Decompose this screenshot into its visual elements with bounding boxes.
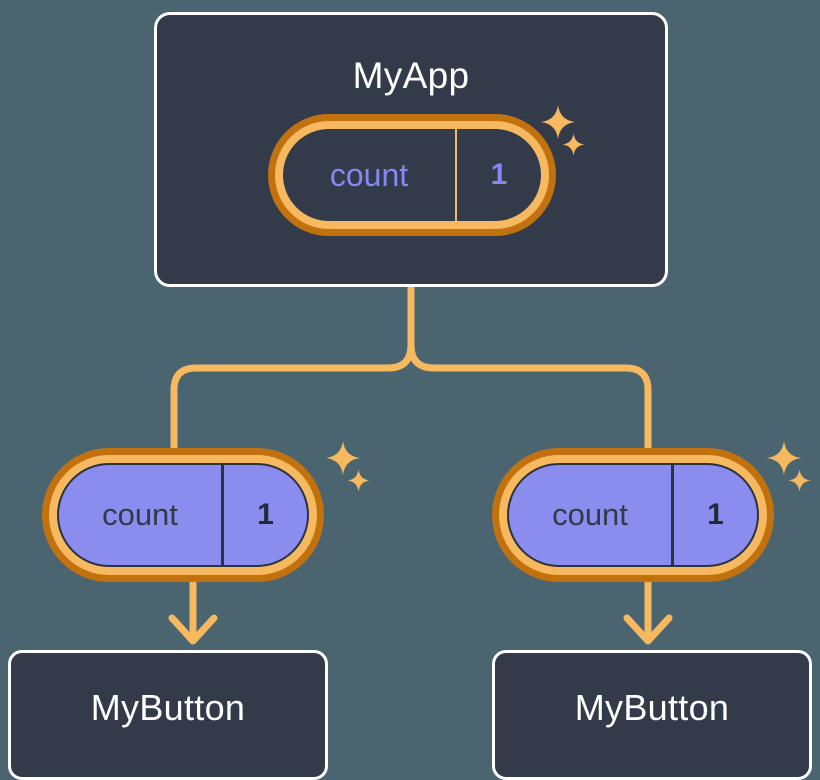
state-value-label: 1 — [221, 465, 307, 565]
component-card-mybutton-left[interactable]: MyButton — [8, 650, 328, 780]
state-pill-body: count 1 — [57, 463, 309, 567]
state-value-label: 1 — [671, 465, 757, 565]
state-key-label: count — [329, 156, 409, 193]
state-pill-body: count 1 — [283, 129, 541, 221]
state-pill-ring: count 1 — [275, 121, 549, 229]
state-value-label: 1 — [455, 129, 541, 221]
component-title-mybutton: MyButton — [90, 687, 246, 728]
arrow-down-icon-right — [623, 574, 673, 645]
state-key-label: count — [102, 497, 178, 532]
state-pill-ring: count 1 — [499, 455, 767, 575]
connector-root-to-left — [170, 283, 415, 456]
state-pill-mybutton-right[interactable]: count 1 — [492, 448, 774, 582]
state-pill-body: count 1 — [507, 463, 759, 567]
state-key-label: count — [552, 497, 628, 532]
arrow-down-icon-left — [168, 574, 218, 645]
state-pill-mybutton-left[interactable]: count 1 — [42, 448, 324, 582]
component-title-mybutton: MyButton — [574, 687, 730, 728]
component-title-myapp: MyApp — [352, 55, 470, 96]
connector-root-to-right — [407, 283, 652, 456]
state-pill-myapp[interactable]: count 1 — [268, 114, 556, 236]
component-card-mybutton-right[interactable]: MyButton — [492, 650, 812, 780]
state-pill-ring: count 1 — [49, 455, 317, 575]
